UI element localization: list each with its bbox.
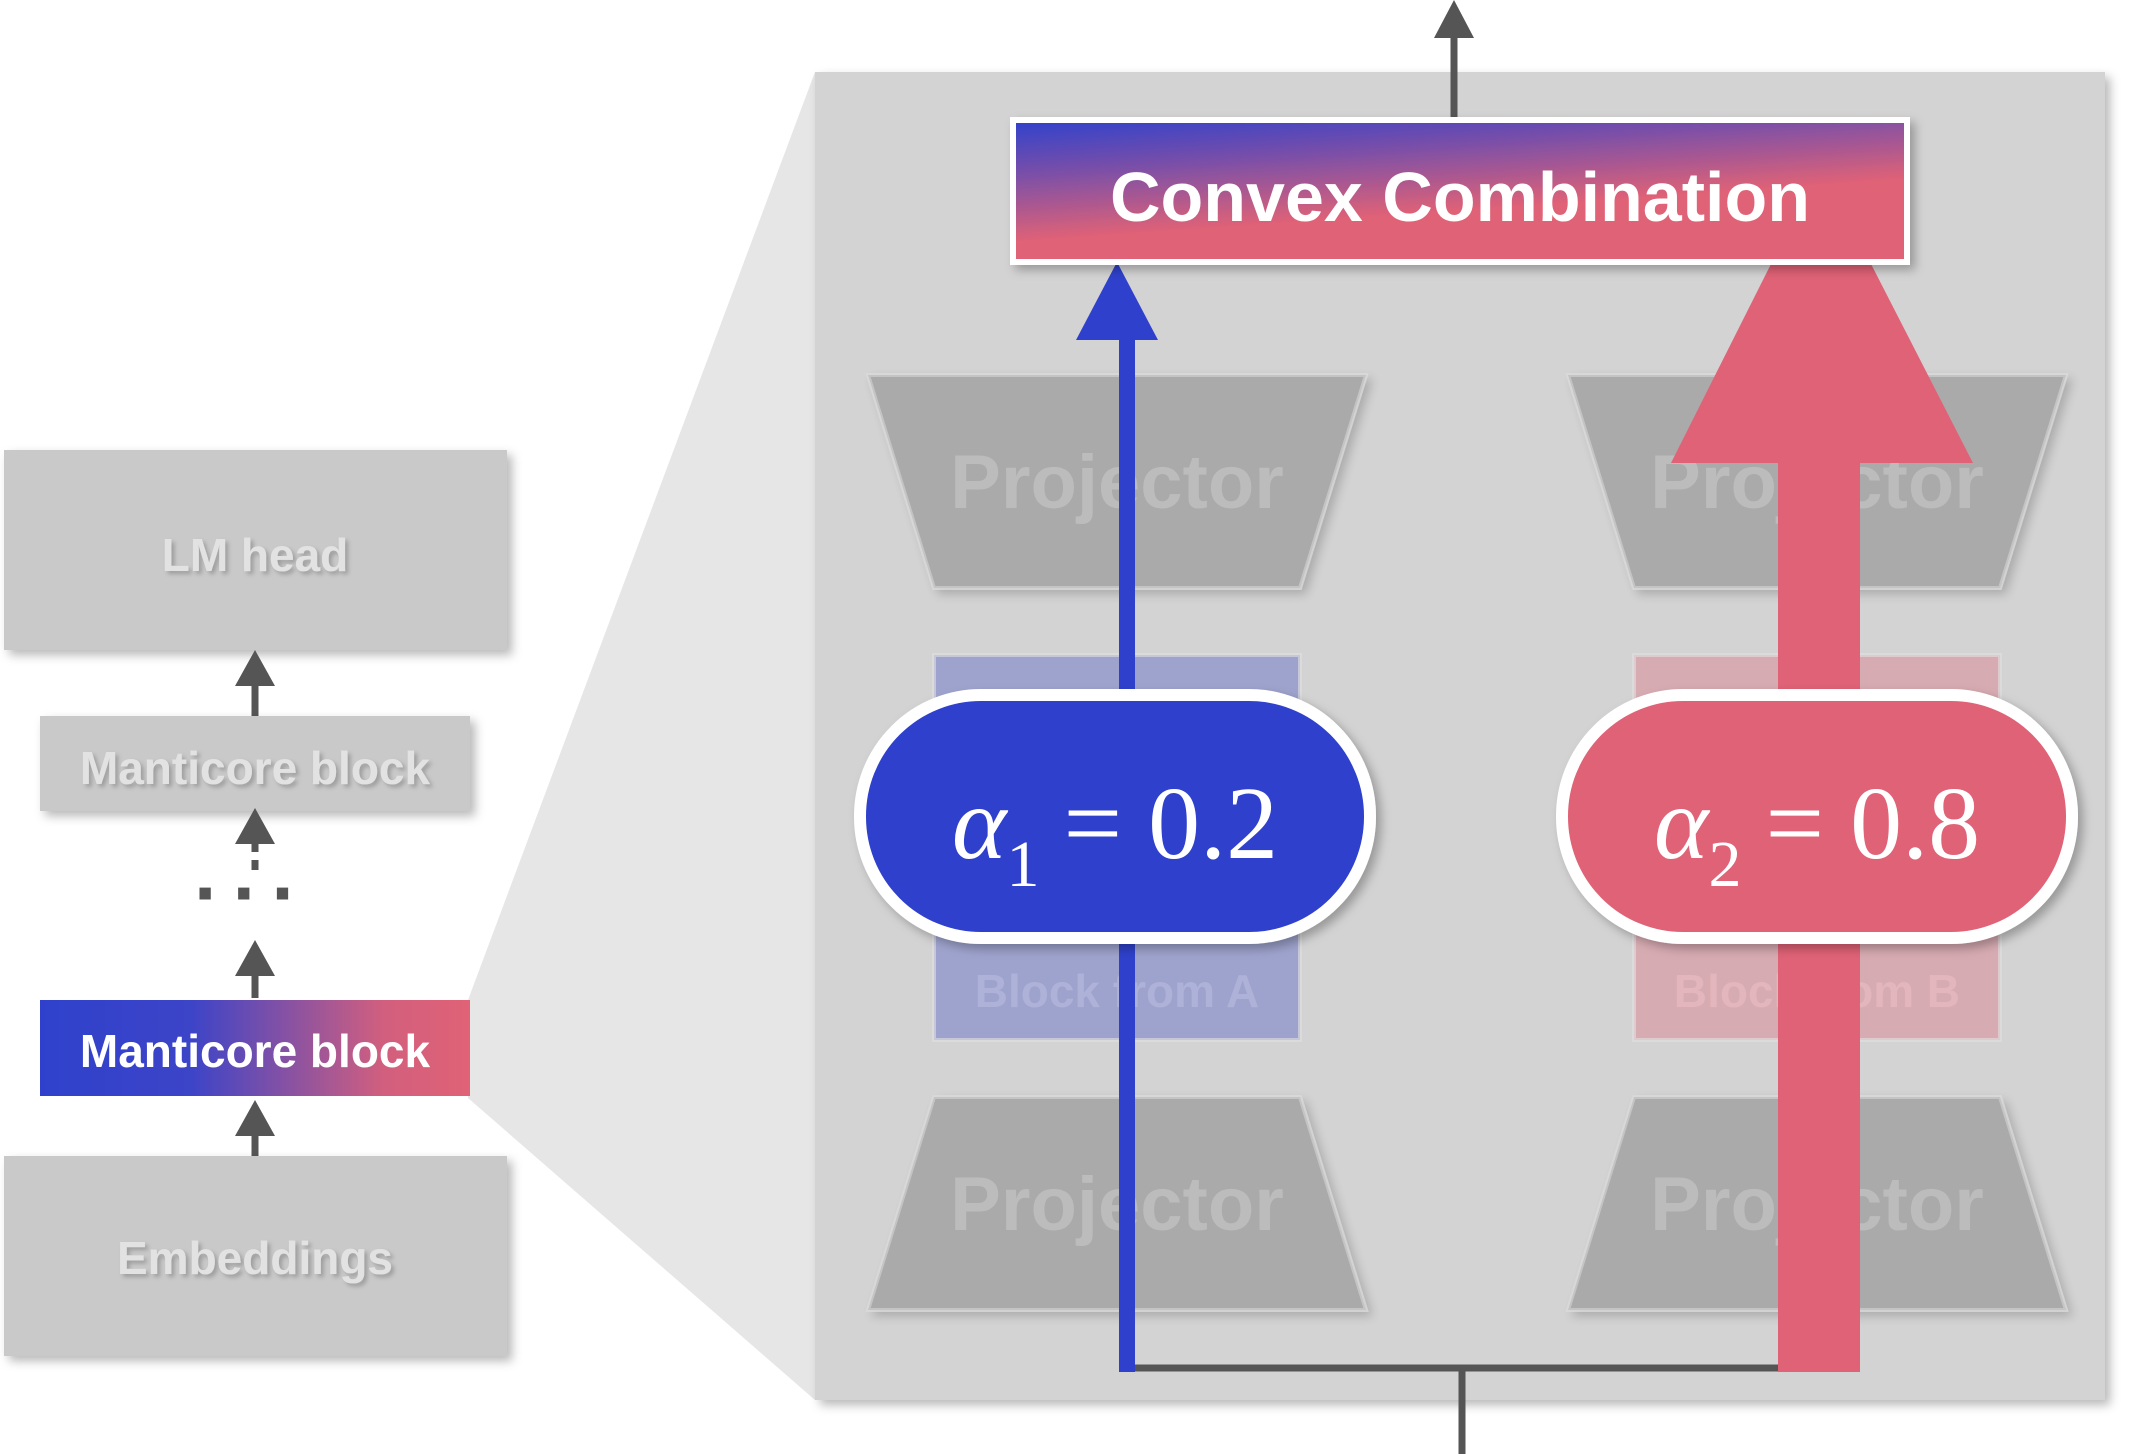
arrow-up-icon [235, 940, 275, 998]
projector-lower-a [865, 1095, 1369, 1312]
weight-b-symbol: α [1654, 766, 1711, 881]
weight-b-pill [1556, 689, 2078, 944]
weight-a-label: α1 = 0.2 [952, 766, 1278, 901]
convex-combination-label: Convex Combination [1110, 158, 1810, 236]
weight-a-pill [854, 689, 1376, 944]
weight-a-sub: 1 [1006, 828, 1039, 901]
path-a-arrow-icon [1076, 262, 1158, 340]
projector-upper-a [865, 373, 1369, 590]
output-arrow-icon [1434, 0, 1474, 118]
zoom-wedge [468, 72, 815, 1400]
weight-a-symbol: α [952, 766, 1009, 881]
arrow-up-icon [235, 1100, 275, 1156]
lm-head-box [4, 450, 507, 650]
manticore-block-active [40, 1000, 470, 1096]
model-stack: LM head Manticore block ··· Manticore bl… [4, 450, 507, 1356]
embeddings-box [4, 1156, 507, 1356]
block-from-a-label: Block from A [975, 965, 1260, 1017]
weight-b-sub: 2 [1708, 828, 1741, 901]
projector-lower-a-label: Projector [950, 1162, 1284, 1247]
manticore-block-faded-label: Manticore block [80, 742, 431, 794]
arrow-up-icon [235, 650, 275, 718]
weight-b-value: = 0.8 [1765, 766, 1980, 881]
ellipsis: ··· [194, 848, 310, 937]
detail-panel: Projector Projector Block from A Block f… [815, 0, 2105, 1454]
arrow-up-dashed-icon [235, 808, 275, 870]
lm-head-label: LM head [162, 529, 349, 581]
convex-combination-box [1010, 117, 1910, 265]
projector-upper-a-label: Projector [950, 440, 1284, 525]
path-b-arrow-icon [1671, 262, 1973, 463]
manticore-block-faded [40, 716, 470, 811]
manticore-block-active-label: Manticore block [80, 1025, 431, 1077]
embeddings-label: Embeddings [117, 1232, 393, 1284]
weight-a-value: = 0.2 [1063, 766, 1278, 881]
weight-b-label: α2 = 0.8 [1654, 766, 1980, 901]
